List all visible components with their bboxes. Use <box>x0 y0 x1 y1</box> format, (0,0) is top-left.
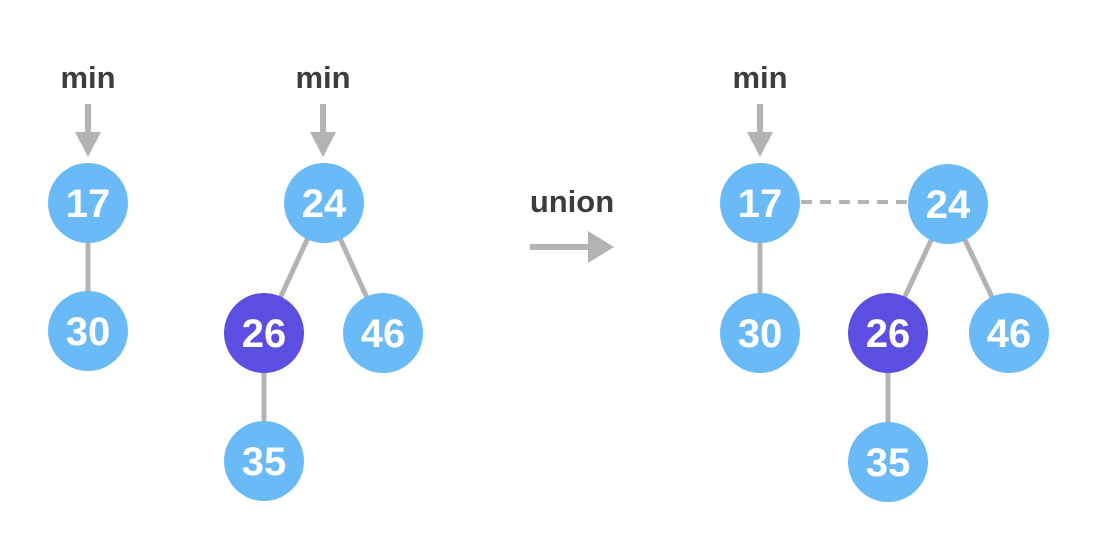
node-24-value: 24 <box>302 182 347 226</box>
node-17-circle <box>48 163 128 243</box>
min-arrow-down-icon <box>310 104 336 157</box>
node-30: 30 <box>720 293 800 373</box>
node-24-circle <box>908 164 988 244</box>
node-26-highlighted: 26 <box>224 293 304 373</box>
node-26-highlighted: 26 <box>848 293 928 373</box>
node-17-circle <box>720 163 800 243</box>
min-arrow-head <box>310 132 336 157</box>
node-30: 30 <box>48 291 128 371</box>
heap-result: min 17 24 30 26 <box>720 60 1049 502</box>
min-arrow-head <box>75 132 101 157</box>
node-46-circle <box>343 293 423 373</box>
node-35: 35 <box>224 421 304 501</box>
node-35-circle <box>848 422 928 502</box>
node-46-value: 46 <box>987 312 1032 356</box>
min-pointer-label: min <box>732 60 787 95</box>
node-17-value: 17 <box>738 182 783 226</box>
node-24: 24 <box>284 163 364 243</box>
union-label: union <box>530 184 614 219</box>
heap-middle: min 24 26 46 35 <box>224 60 423 501</box>
node-35-value: 35 <box>866 441 911 485</box>
node-46-circle <box>969 293 1049 373</box>
node-26-value: 26 <box>866 312 911 356</box>
min-arrow-head <box>747 132 773 157</box>
node-30-circle <box>48 291 128 371</box>
node-46: 46 <box>343 293 423 373</box>
node-17: 17 <box>720 163 800 243</box>
node-26-circle <box>224 293 304 373</box>
node-24-circle <box>284 163 364 243</box>
min-arrow-down-icon <box>75 104 101 157</box>
node-30-value: 30 <box>66 310 111 354</box>
node-26-circle <box>848 293 928 373</box>
heap-left: min 17 30 <box>48 60 128 371</box>
node-46: 46 <box>969 293 1049 373</box>
min-arrow-down-icon <box>747 104 773 157</box>
node-17: 17 <box>48 163 128 243</box>
node-35-circle <box>224 421 304 501</box>
min-pointer-label: min <box>295 60 350 95</box>
union-arrow-right-icon <box>530 231 614 263</box>
node-24: 24 <box>908 164 988 244</box>
node-30-value: 30 <box>738 312 783 356</box>
union-operation: union <box>530 184 614 263</box>
node-26-value: 26 <box>242 312 287 356</box>
node-46-value: 46 <box>361 312 406 356</box>
node-30-circle <box>720 293 800 373</box>
node-35: 35 <box>848 422 928 502</box>
node-24-value: 24 <box>926 183 971 227</box>
min-pointer-label: min <box>60 60 115 95</box>
node-35-value: 35 <box>242 440 287 484</box>
node-17-value: 17 <box>66 182 111 226</box>
union-arrow-head <box>588 231 614 263</box>
